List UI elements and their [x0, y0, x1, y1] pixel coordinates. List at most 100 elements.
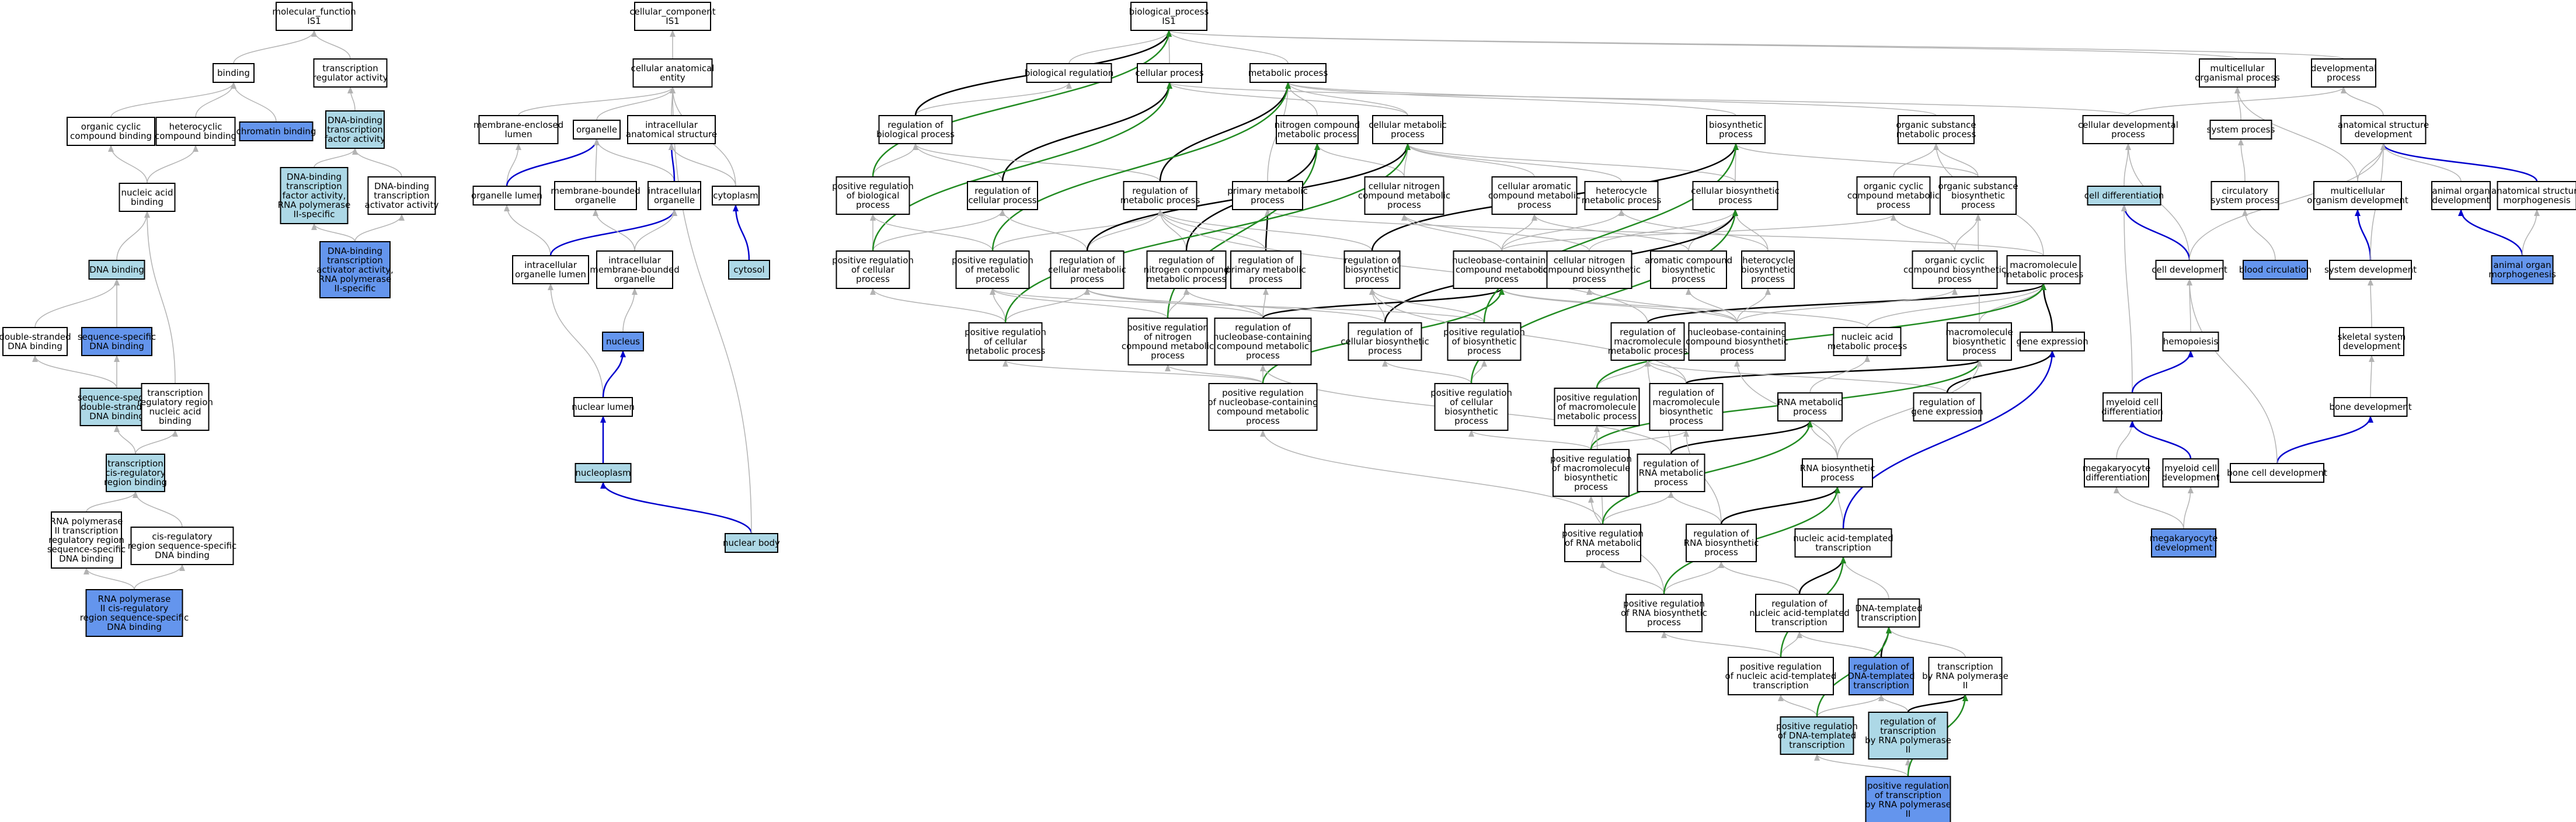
go-term-cell-diff[interactable]: cell differentiation: [2084, 186, 2164, 206]
go-term-nuclear-lumen[interactable]: nuclear lumen: [572, 397, 635, 417]
go-term-dna-bind[interactable]: DNA binding: [88, 260, 145, 280]
go-term-organelle[interactable]: organelle: [573, 120, 621, 140]
go-term-nuclear-body[interactable]: nuclear body: [723, 533, 780, 553]
go-term-metabolic[interactable]: metabolic process: [1248, 63, 1328, 83]
go-term-nucleoplasm[interactable]: nucleoplasm: [575, 463, 632, 483]
go-term-bone-dev[interactable]: bone development: [2329, 397, 2412, 417]
go-term-cell-dev[interactable]: cell development: [2152, 260, 2227, 280]
go-term-bio-reg[interactable]: biological regulation: [1025, 63, 1113, 83]
go-term-system-proc[interactable]: system process: [2207, 120, 2275, 140]
go-term-hemopoiesis[interactable]: hemopoiesis: [2162, 332, 2219, 351]
go-term-nucleus[interactable]: nucleus: [602, 332, 644, 351]
go-term-organelle-lumen[interactable]: organelle lumen: [471, 186, 542, 206]
go-term-system-dev[interactable]: system development: [2324, 260, 2417, 280]
go-term-gene-expr[interactable]: gene expression: [2016, 332, 2088, 351]
go-term-blood-circ[interactable]: blood circulation: [2239, 260, 2312, 280]
go-term-cellular-process[interactable]: cellular process: [1135, 63, 1204, 83]
go-term-chromatin[interactable]: chromatin binding: [236, 121, 316, 141]
go-term-cytoplasm[interactable]: cytoplasm: [712, 186, 760, 206]
